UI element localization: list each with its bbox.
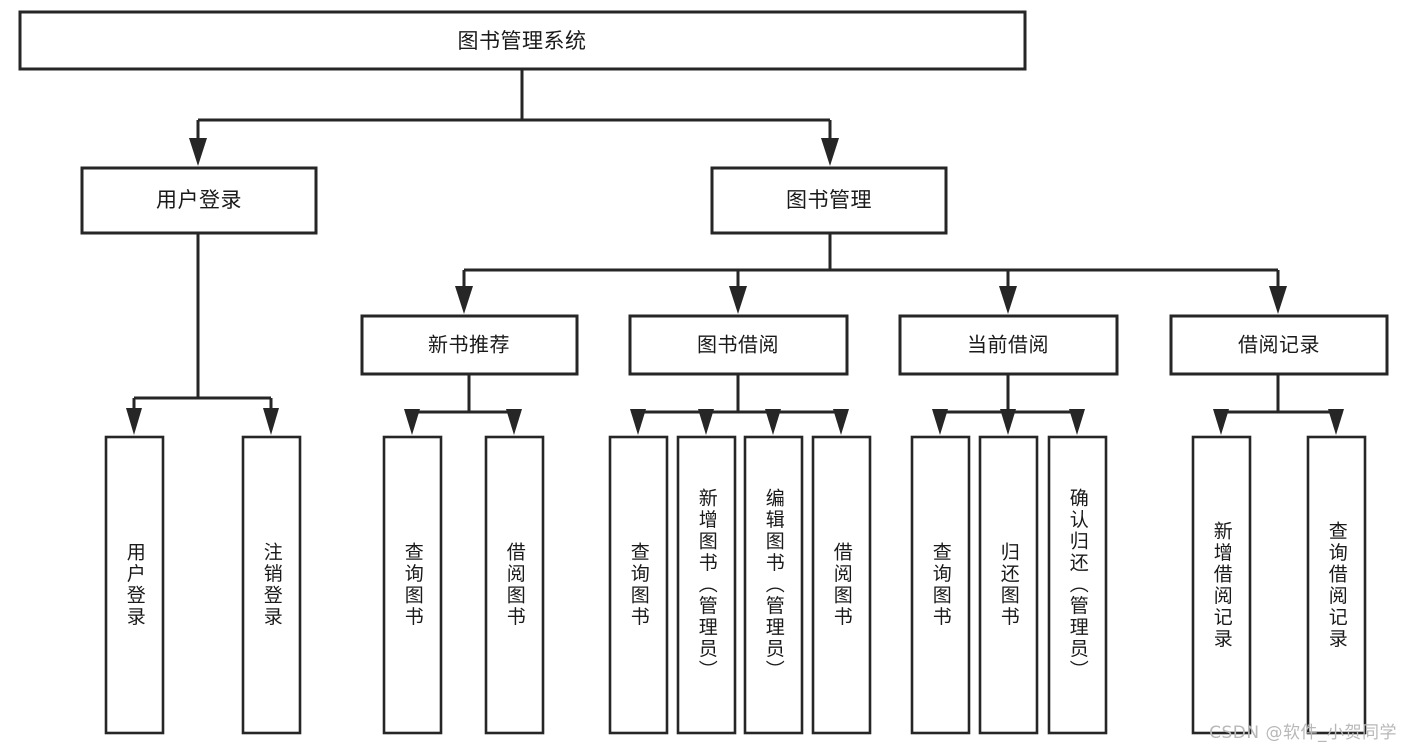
node-user-login-box xyxy=(80,166,318,235)
node-root-box xyxy=(18,10,1027,71)
connector-group-root xyxy=(189,70,839,166)
connector-group-borrow-record xyxy=(1213,374,1344,435)
leaf-box-book-borrow-2[interactable] xyxy=(676,435,737,735)
node-book-management[interactable]: 图书管理 xyxy=(710,166,948,235)
arrowhead-borrow-record xyxy=(1269,286,1287,314)
arrowhead-cb-leaf-1 xyxy=(932,409,948,435)
arrowhead-bb-leaf-1 xyxy=(630,409,646,435)
arrowhead-bb-leaf-4 xyxy=(833,409,849,435)
arrowhead-book-mgmt xyxy=(821,138,839,166)
leaf-box-new-book-2[interactable] xyxy=(484,435,545,735)
node-borrow-record[interactable]: 借阅记录 xyxy=(1169,314,1389,376)
leaf-box-borrow-record-1[interactable] xyxy=(1191,435,1252,735)
node-new-book-recommend-box xyxy=(360,314,579,376)
arrowhead-user-login xyxy=(189,138,207,166)
leaf-box-user-login-1[interactable] xyxy=(104,435,165,735)
node-user-login-label: 用户登录 xyxy=(156,188,242,212)
node-book-management-box xyxy=(710,166,948,235)
node-book-borrow[interactable]: 图书借阅 xyxy=(628,314,849,376)
node-borrow-record-label: 借阅记录 xyxy=(1238,333,1320,357)
arrowhead-cb-leaf-3 xyxy=(1069,409,1085,435)
arrowhead-current-borrow xyxy=(999,286,1017,314)
arrowhead-nb-leaf-2 xyxy=(506,409,522,435)
leaf-box-book-borrow-4[interactable] xyxy=(811,435,872,735)
arrowhead-br-leaf-1 xyxy=(1213,409,1229,435)
arrowhead-ul-leaf-2 xyxy=(263,408,279,435)
node-book-management-label: 图书管理 xyxy=(786,188,872,212)
arrowhead-ul-leaf-1 xyxy=(126,408,142,435)
connector-group-new-book xyxy=(404,374,522,435)
node-new-book-recommend[interactable]: 新书推荐 xyxy=(360,314,579,376)
leaf-box-borrow-record-2[interactable] xyxy=(1306,435,1367,735)
arrowhead-new-book xyxy=(455,286,473,314)
leaf-box-current-borrow-2[interactable] xyxy=(978,435,1039,735)
connector-group-book-borrow xyxy=(630,374,849,435)
leaf-box-current-borrow-1[interactable] xyxy=(910,435,971,735)
arrowhead-bb-leaf-3 xyxy=(765,409,781,435)
connector-group-current-borrow xyxy=(932,374,1085,435)
arrowhead-bb-leaf-2 xyxy=(698,409,714,435)
node-new-book-recommend-label: 新书推荐 xyxy=(428,333,510,357)
leaf-box-user-login-2[interactable] xyxy=(241,435,302,735)
node-root-book-management-system[interactable]: 图书管理系统 xyxy=(18,10,1027,71)
node-user-login[interactable]: 用户登录 xyxy=(80,166,318,235)
arrowhead-book-borrow xyxy=(729,286,747,314)
arrowhead-nb-leaf-1 xyxy=(404,409,420,435)
leaf-box-book-borrow-3[interactable] xyxy=(743,435,804,735)
node-root-label: 图书管理系统 xyxy=(458,29,587,53)
connector-group-user-login xyxy=(126,233,279,435)
leaf-box-current-borrow-3[interactable] xyxy=(1047,435,1108,735)
node-current-borrow-label: 当前借阅 xyxy=(967,333,1049,357)
leaf-box-book-borrow-1[interactable] xyxy=(608,435,669,735)
connector-group-book-mgmt xyxy=(455,233,1287,314)
node-current-borrow[interactable]: 当前借阅 xyxy=(898,314,1119,376)
leaf-box-new-book-1[interactable] xyxy=(382,435,443,735)
node-current-borrow-box xyxy=(898,314,1119,376)
arrowhead-br-leaf-2 xyxy=(1328,409,1344,435)
node-book-borrow-box xyxy=(628,314,849,376)
node-borrow-record-box xyxy=(1169,314,1389,376)
node-book-borrow-label: 图书借阅 xyxy=(697,333,779,357)
arrowhead-cb-leaf-2 xyxy=(1000,409,1016,435)
